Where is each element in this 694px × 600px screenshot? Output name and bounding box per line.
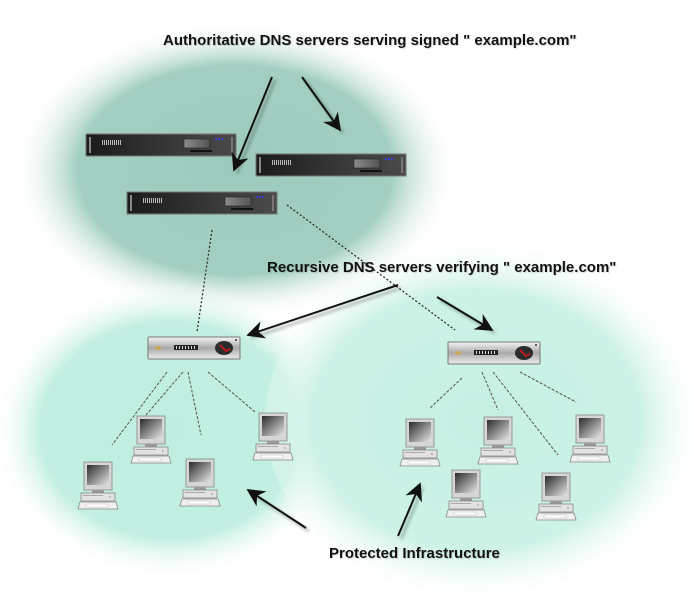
protected-infrastructure-label: Protected Infrastructure: [329, 545, 500, 562]
auth-server-3[interactable]: [126, 191, 278, 215]
link-auth-to-recursive-right: [286, 204, 456, 331]
workstation-l4[interactable]: [252, 412, 294, 461]
workstation-r4[interactable]: [445, 469, 487, 518]
recursive-server-left[interactable]: [147, 336, 241, 360]
workstation-r3[interactable]: [569, 414, 611, 463]
arrow-recursive-to-left: [246, 284, 399, 339]
arrow-protected-to-right: [397, 482, 422, 537]
link-auth-to-recursive-left: [196, 229, 213, 333]
recursive-servers-label: Recursive DNS servers verifying " exampl…: [267, 259, 617, 276]
protected-zone-right: [265, 235, 694, 600]
links-left: [111, 371, 256, 446]
auth-server-1[interactable]: [85, 133, 237, 157]
workstation-l3[interactable]: [179, 458, 221, 507]
arrow-auth-to-server-3: [231, 76, 273, 172]
authoritative-servers-label: Authoritative DNS servers serving signed…: [163, 32, 577, 49]
workstation-r5[interactable]: [535, 472, 577, 521]
arrow-protected-to-left: [246, 489, 307, 529]
workstation-l1[interactable]: [77, 461, 119, 510]
arrow-recursive-to-right: [436, 296, 494, 331]
arrows: [231, 76, 496, 540]
auth-server-2[interactable]: [255, 153, 407, 177]
workstation-r1[interactable]: [399, 418, 441, 467]
workstation-r2[interactable]: [477, 416, 519, 465]
links-right: [429, 371, 577, 456]
workstation-l2[interactable]: [130, 415, 172, 464]
recursive-server-right[interactable]: [447, 341, 541, 365]
arrow-auth-to-server-2: [301, 76, 342, 132]
